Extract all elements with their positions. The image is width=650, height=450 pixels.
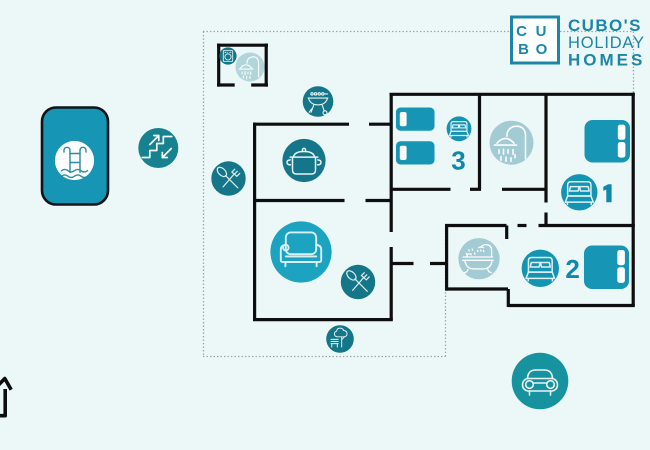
svg-text:B: B [518, 41, 529, 58]
svg-text:3: 3 [451, 146, 465, 176]
svg-text:HOMES: HOMES [568, 50, 645, 69]
svg-text:O: O [536, 41, 548, 58]
svg-text:C: C [516, 23, 527, 40]
svg-text:CUBO'S: CUBO'S [568, 16, 642, 35]
svg-text:2: 2 [565, 254, 579, 284]
svg-text:HOLIDAY: HOLIDAY [568, 34, 645, 52]
svg-text:U: U [536, 23, 547, 40]
